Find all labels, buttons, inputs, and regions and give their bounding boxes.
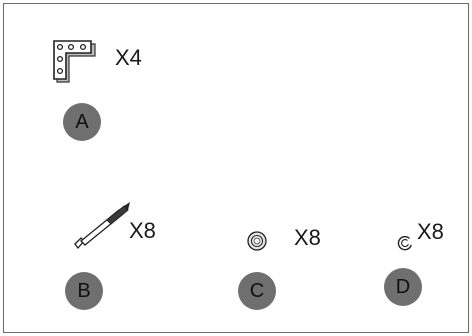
part-b-badge: B — [65, 272, 103, 310]
washer-icon — [247, 231, 267, 251]
hardware-parts-sheet: X4 A X8 B X8 C X8 D — [3, 3, 469, 333]
screw-icon — [74, 202, 130, 250]
split-lock-washer-icon — [397, 236, 412, 251]
part-a-quantity: X4 — [115, 45, 142, 70]
corner-bracket-icon — [53, 40, 96, 83]
part-c-badge: C — [238, 272, 276, 310]
part-a-badge: A — [63, 103, 101, 141]
part-d-quantity: X8 — [417, 219, 444, 244]
part-d-badge: D — [384, 268, 422, 306]
part-c-quantity: X8 — [294, 225, 321, 250]
part-b-quantity: X8 — [129, 218, 156, 243]
